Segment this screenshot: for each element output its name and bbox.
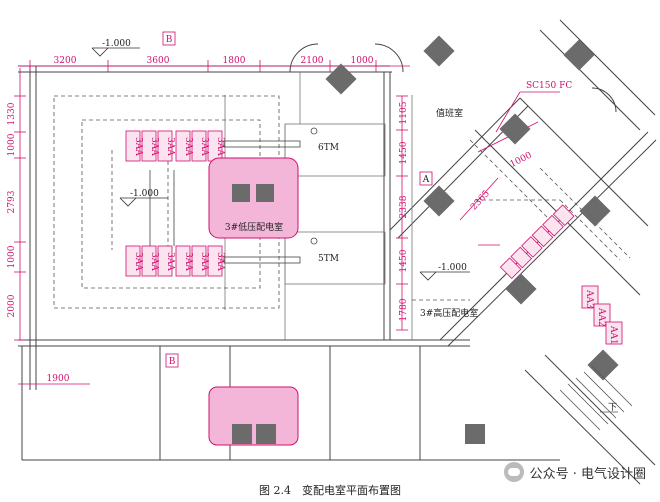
cabinet-aa1 — [605, 321, 623, 345]
cabinet-label-top-1: 3AA — [133, 137, 143, 156]
cabinet-3aa-labels: 3AA 3AA 3AA 3AA 3AA 3AA 3AA 3AA 3AA 3AA … — [133, 137, 225, 271]
cabinet-aa2-label: AA2 — [596, 307, 606, 327]
duty-room-label: 值班室 — [436, 107, 463, 119]
cabinets-3aa-top — [125, 130, 223, 162]
dim-left-5: 2000 — [7, 294, 17, 317]
dim-top-4: 2100 — [301, 56, 324, 66]
cabinet-label-bottom-6: 3AA — [215, 252, 225, 271]
cabinet-aa3-label: AA3 — [584, 289, 594, 309]
dim-left-1: 1330 — [7, 102, 17, 125]
wechat-icon — [503, 462, 524, 482]
section-b-bottom: B — [169, 357, 176, 367]
cabinet-label-bottom-2: 3AA — [149, 252, 159, 271]
cabinet-label-top-2: 3AA — [149, 137, 159, 156]
hv-cabinets-diagonal — [499, 204, 575, 279]
watermark: 公众号 · 电气设计圈 — [503, 462, 646, 482]
dim-top-1: 3200 — [54, 56, 77, 66]
cabinet-bottom-2 — [141, 245, 157, 277]
cable-callouts — [478, 91, 560, 246]
cabinet-top-3 — [157, 130, 173, 162]
bottom-equipment-1 — [232, 424, 252, 444]
dim-top-3: 1800 — [223, 56, 246, 66]
cabinet-label-bottom-3: 3AA — [165, 252, 175, 271]
conduit-label: SC150 FC — [526, 81, 572, 91]
dim-top-5: 1000 — [351, 56, 374, 66]
cabinet-label-top-5: 3AA — [199, 137, 209, 156]
cabinet-label-top-4: 3AA — [183, 137, 193, 156]
dim-right-1: 1105 — [399, 101, 409, 124]
cabinet-aa1-label: AA1 — [608, 325, 618, 345]
cabinet-top-5 — [191, 130, 207, 162]
bottom-equipment-2 — [256, 424, 276, 444]
cabinet-bottom-6 — [207, 245, 223, 277]
transformer-markers — [310, 127, 318, 245]
low-voltage-equipment-1 — [232, 184, 250, 202]
level-markers — [91, 47, 470, 281]
dim-right-4: 1450 — [399, 249, 409, 272]
cabinets-3aa-bottom — [125, 245, 223, 277]
transformer-5tm-label: 5TM — [318, 254, 339, 264]
cabinet-bottom-5 — [191, 245, 207, 277]
structural-columns — [325, 35, 619, 444]
level-marker-1: -1.000 — [102, 39, 131, 49]
low-voltage-room-highlight — [208, 157, 299, 239]
dim-diag-1: 1000 — [509, 150, 534, 169]
cabinet-label-bottom-4: 3AA — [183, 252, 193, 271]
watermark-text: 公众号 · 电气设计圈 — [529, 466, 646, 482]
dim-top-2: 3600 — [147, 56, 170, 66]
cabinet-label-top-3: 3AA — [165, 137, 175, 156]
busbars — [149, 140, 301, 264]
cabinet-top-1 — [125, 130, 141, 162]
dim-right-5: 1780 — [399, 298, 409, 321]
dim-diag-2: 2365 — [469, 189, 492, 213]
cabinet-bottom-4 — [175, 245, 191, 277]
low-voltage-room-label: 3#低压配电室 — [225, 221, 283, 233]
high-voltage-room-label: 3#高压配电室 — [420, 307, 478, 319]
hv-cabinets-aa — [581, 285, 623, 345]
cabinet-bottom-1 — [125, 245, 141, 277]
transformer-6tm-label: 6TM — [318, 143, 339, 153]
section-a: A — [422, 175, 430, 185]
stairs-down-label: 下 — [608, 403, 617, 413]
dim-right-3: 2338 — [399, 195, 409, 218]
cabinet-aa2 — [593, 303, 611, 327]
section-b-top: B — [166, 35, 173, 45]
cabinet-top-4 — [175, 130, 191, 162]
level-marker-3: -1.000 — [438, 263, 467, 273]
dim-left-4: 1000 — [7, 245, 17, 268]
cabinet-label-top-6: 3AA — [215, 137, 225, 156]
section-markers — [162, 31, 433, 368]
dim-right-2: 1450 — [399, 141, 409, 164]
cabinet-bottom-3 — [157, 245, 173, 277]
bottom-room-highlight — [208, 386, 299, 446]
cabinet-label-bottom-5: 3AA — [199, 252, 209, 271]
cabinet-label-bottom-1: 3AA — [133, 252, 143, 271]
figure-caption: 图 2.4 变配电室平面布置图 — [259, 484, 401, 497]
low-voltage-equipment-2 — [256, 184, 274, 202]
cabinet-top-2 — [141, 130, 157, 162]
stairs — [559, 365, 633, 431]
cabinet-aa3 — [581, 285, 599, 309]
level-marker-2: -1.000 — [130, 189, 159, 199]
dim-left-3: 2793 — [7, 190, 17, 213]
dim-bottom: 1900 — [47, 374, 70, 384]
dim-left-2: 1000 — [7, 133, 17, 156]
